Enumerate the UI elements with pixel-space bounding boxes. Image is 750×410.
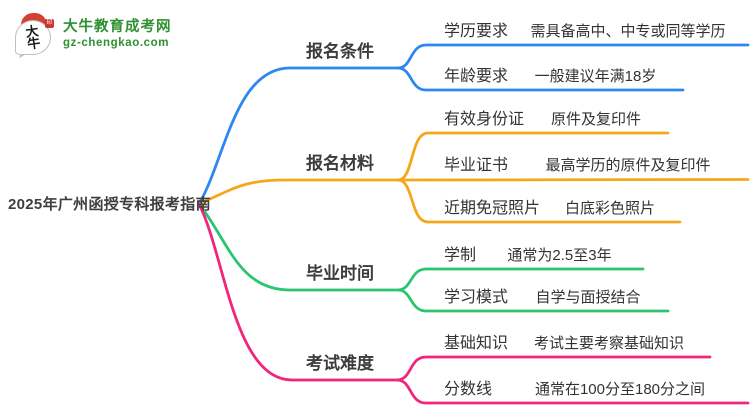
node-study-length: 学制 通常为2.5至3年 bbox=[420, 243, 643, 265]
node-value: 最高学历的原件及复印件 bbox=[545, 157, 711, 174]
brand-domain: gz-chengkao.com bbox=[63, 37, 170, 49]
node-value: 自学与面授结合 bbox=[535, 289, 641, 306]
logo-characters: 大牛 bbox=[24, 22, 42, 52]
node-value: 通常在100分至180分之间 bbox=[534, 381, 706, 398]
node-basic-knowledge: 基础知识 考试主要考察基础知识 bbox=[420, 331, 710, 353]
node-education-requirement: 学历要求 需具备高中、中专或同等学历 bbox=[420, 19, 748, 41]
brand-text: 大牛教育成考网 gz-chengkao.com bbox=[63, 19, 172, 50]
node-label: 毕业证书 bbox=[444, 157, 509, 174]
logo-seal-stamp: 印 bbox=[45, 19, 54, 28]
daniu-logo-icon: 大牛 印 bbox=[14, 13, 56, 61]
brand-name: 大牛教育成考网 bbox=[63, 19, 172, 35]
node-value: 需具备高中、中专或同等学历 bbox=[530, 23, 726, 40]
node-value: 通常为2.5至3年 bbox=[507, 247, 612, 264]
branch-label-exam-difficulty: 考试难度 bbox=[306, 354, 374, 373]
branch-label-graduation-time: 毕业时间 bbox=[306, 264, 374, 283]
node-study-mode: 学习模式 自学与面授结合 bbox=[420, 285, 668, 307]
node-label: 学历要求 bbox=[444, 23, 509, 40]
node-photo: 近期免冠照片 白底彩色照片 bbox=[420, 196, 680, 218]
site-logo[interactable]: 大牛 印 大牛教育成考网 gz-chengkao.com bbox=[14, 13, 172, 61]
node-label: 基础知识 bbox=[444, 335, 509, 352]
node-label: 分数线 bbox=[444, 381, 493, 398]
root-topic: 2025年广州函授专科报考指南 bbox=[8, 196, 211, 213]
node-score-line: 分数线 通常在100分至180分之间 bbox=[420, 377, 748, 399]
node-diploma: 毕业证书 最高学历的原件及复印件 bbox=[420, 153, 748, 175]
node-label: 有效身份证 bbox=[444, 111, 525, 128]
node-value: 原件及复印件 bbox=[551, 111, 642, 128]
node-label: 年龄要求 bbox=[444, 68, 509, 85]
node-value: 一般建议年满18岁 bbox=[534, 68, 657, 85]
node-label: 近期免冠照片 bbox=[444, 200, 541, 217]
branch-label-signup-materials: 报名材料 bbox=[306, 154, 374, 173]
node-value: 考试主要考察基础知识 bbox=[534, 335, 685, 352]
branch-label-signup-conditions: 报名条件 bbox=[306, 42, 374, 61]
node-label: 学习模式 bbox=[444, 289, 509, 306]
node-value: 白底彩色照片 bbox=[565, 200, 656, 217]
node-age-requirement: 年龄要求 一般建议年满18岁 bbox=[420, 64, 683, 86]
node-label: 学制 bbox=[444, 247, 477, 264]
node-valid-id: 有效身份证 原件及复印件 bbox=[420, 107, 668, 129]
